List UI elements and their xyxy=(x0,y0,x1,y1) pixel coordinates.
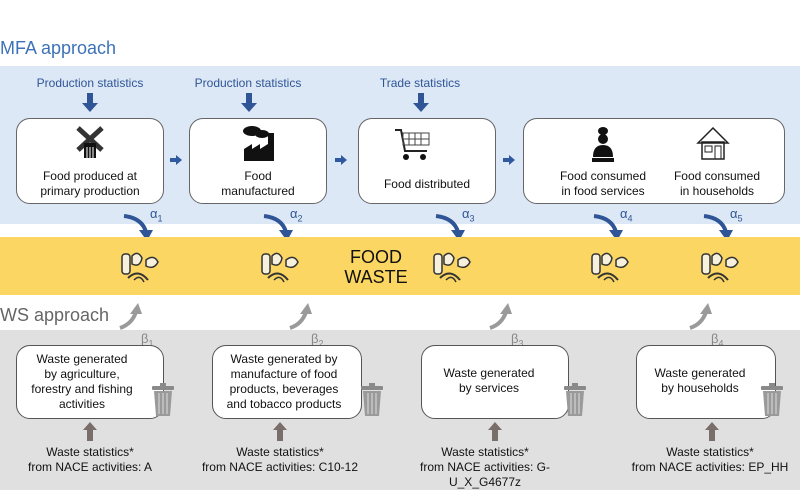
stage-label-line: Food xyxy=(244,169,272,183)
down-arrow-icon xyxy=(413,93,429,112)
food-waste-label: FOOD WASTE xyxy=(336,247,416,287)
stat-line: from NACE activities: G-U_X_G4677z xyxy=(419,460,551,489)
food-waste-band xyxy=(0,237,800,295)
factory-icon xyxy=(243,126,274,161)
beta-label: β3 xyxy=(511,331,524,349)
stage-label-line: Food consumed xyxy=(559,169,647,183)
down-arrow-icon xyxy=(82,93,98,112)
chef-icon xyxy=(592,127,614,162)
alpha-label: α4 xyxy=(620,206,633,224)
waste-box-line: by households xyxy=(661,381,739,395)
stage-label-line: Food consumed xyxy=(673,169,761,183)
trash-bin-icon xyxy=(152,383,174,416)
source-label-3: Trade statistics xyxy=(379,76,461,90)
stat-line: Waste statistics* xyxy=(666,445,754,459)
stat-line: from NACE activities: C10-12 xyxy=(201,460,359,474)
beta-label: β2 xyxy=(311,331,324,349)
ws-approach-title: WS approach xyxy=(0,305,110,325)
source-label-2: Production statistics xyxy=(194,76,302,90)
waste-box-line: products, beverages xyxy=(229,382,339,396)
alpha-label: α3 xyxy=(462,206,475,224)
waste-stat-3: Waste statistics* from NACE activities: … xyxy=(385,445,585,490)
beta-label: β1 xyxy=(141,331,154,349)
stage-label-line: Food produced at xyxy=(42,169,138,183)
house-icon xyxy=(696,126,730,160)
waste-box-line: Waste generated xyxy=(654,366,746,380)
waste-flow-arrow-icon xyxy=(703,214,733,241)
waste-box-line: Waste generated xyxy=(36,352,128,366)
trash-bin-icon xyxy=(564,383,586,416)
flow-arrow-icon xyxy=(503,155,515,165)
waste-flow-arrow-icon xyxy=(123,214,153,241)
stat-line: Waste statistics* xyxy=(236,445,324,459)
stage-manufactured: Food manufactured xyxy=(189,118,327,204)
shopping-cart-icon xyxy=(395,129,430,160)
waste-box-line: forestry and fishing xyxy=(31,382,133,396)
windmill-icon xyxy=(76,126,104,158)
stage-primary-production: Food produced at primary production xyxy=(16,118,164,204)
waste-box-manufacture: Waste generated by manufacture of food p… xyxy=(212,345,362,419)
waste-box-services: Waste generated by services xyxy=(421,345,569,419)
stat-line: from NACE activities: EP_HH xyxy=(631,460,789,474)
stage-consumption: Food consumed in food services Food cons… xyxy=(523,118,785,204)
waste-box-line: activities xyxy=(58,397,105,411)
stat-line: Waste statistics* xyxy=(46,445,134,459)
up-arrow-icon xyxy=(488,422,502,441)
waste-flow-arrow-icon xyxy=(435,214,465,241)
flow-arrow-icon xyxy=(170,155,182,165)
food-waste-line: WASTE xyxy=(344,267,408,287)
stage-label-line: in households xyxy=(679,184,755,198)
upward-flow-arrow-icon xyxy=(489,303,512,330)
food-scraps-icon xyxy=(701,252,739,283)
waste-flow-arrow-icon xyxy=(593,214,623,241)
food-scraps-icon xyxy=(261,252,299,283)
waste-box-line: manufacture of food xyxy=(230,367,338,381)
stage-label-line: Food distributed xyxy=(383,177,471,191)
food-scraps-icon xyxy=(121,252,159,283)
beta-label: β4 xyxy=(711,331,724,349)
alpha-label: α5 xyxy=(730,206,743,224)
upward-flow-arrow-icon xyxy=(119,303,142,330)
up-arrow-icon xyxy=(273,422,287,441)
stat-line: from NACE activities: A xyxy=(27,460,153,474)
waste-box-line: by agriculture, xyxy=(44,367,120,381)
waste-stat-1: Waste statistics* from NACE activities: … xyxy=(0,445,180,475)
upward-flow-arrow-icon xyxy=(689,303,712,330)
waste-box-line: and tobacco products xyxy=(226,397,342,411)
waste-box-line: by services xyxy=(458,381,520,395)
waste-stat-2: Waste statistics* from NACE activities: … xyxy=(190,445,370,475)
waste-stat-4: Waste statistics* from NACE activities: … xyxy=(620,445,800,475)
mfa-approach-title: MFA approach xyxy=(0,38,117,58)
alpha-label: α2 xyxy=(290,206,303,224)
stage-distributed: Food distributed xyxy=(358,118,496,204)
food-scraps-icon xyxy=(591,252,629,283)
down-arrow-icon xyxy=(241,93,257,112)
stage-label-line: manufactured xyxy=(221,184,295,198)
up-arrow-icon xyxy=(705,422,719,441)
up-arrow-icon xyxy=(83,422,97,441)
waste-box-line: Waste generated by xyxy=(230,352,338,366)
stage-label-line: primary production xyxy=(40,184,140,198)
trash-bin-icon xyxy=(761,383,783,416)
stat-line: Waste statistics* xyxy=(441,445,529,459)
alpha-label: α1 xyxy=(150,206,163,224)
waste-box-line: Waste generated xyxy=(443,366,535,380)
source-label-1: Production statistics xyxy=(36,76,144,90)
flow-arrow-icon xyxy=(335,155,347,165)
waste-box-agriculture: Waste generated by agriculture, forestry… xyxy=(16,345,164,419)
trash-bin-icon xyxy=(361,383,383,416)
waste-box-households: Waste generated by households xyxy=(636,345,776,419)
food-scraps-icon xyxy=(433,252,471,283)
waste-flow-arrow-icon xyxy=(263,214,293,241)
stage-label-line: in food services xyxy=(561,184,645,198)
upward-flow-arrow-icon xyxy=(289,303,312,330)
food-waste-line: FOOD xyxy=(350,247,402,267)
